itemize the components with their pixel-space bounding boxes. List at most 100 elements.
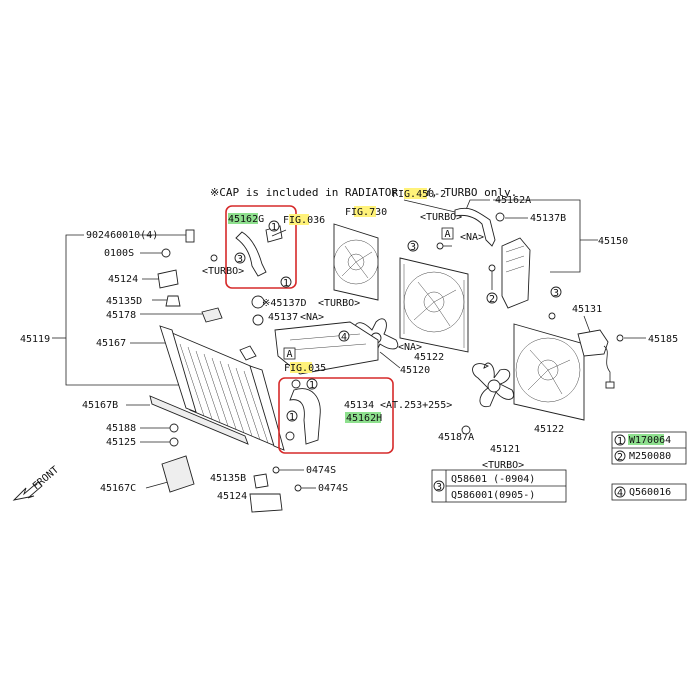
num-marker bbox=[338, 330, 350, 342]
legend-marker bbox=[614, 434, 626, 446]
fan-hub bbox=[537, 359, 559, 381]
num-marker bbox=[286, 410, 298, 422]
cover-45167C bbox=[161, 455, 195, 493]
part-45122-na[interactable]: 45122 bbox=[414, 352, 444, 363]
radiator-tank-right bbox=[249, 365, 285, 451]
fan-hub bbox=[423, 291, 445, 313]
part-45119[interactable]: 45119 bbox=[20, 334, 50, 345]
legend-value-1[interactable]: W170064 bbox=[629, 435, 671, 446]
front-label: FRONT bbox=[31, 465, 61, 493]
legend-value-4[interactable]: Q560016 bbox=[629, 487, 671, 498]
part-45187A[interactable]: 45187A bbox=[438, 432, 474, 443]
lower-hose bbox=[289, 388, 321, 445]
legend-marker bbox=[433, 480, 445, 492]
cap bbox=[495, 212, 505, 222]
callout-a-box bbox=[283, 347, 296, 360]
legend-num-4: 4 bbox=[617, 488, 623, 499]
part-45167B[interactable]: 45167B bbox=[82, 400, 118, 411]
bolt bbox=[210, 254, 218, 262]
num-marker-label: 4 bbox=[341, 332, 347, 343]
part-45125[interactable]: 45125 bbox=[106, 437, 136, 448]
part-45178[interactable]: 45178 bbox=[106, 310, 136, 321]
motor-wire bbox=[603, 345, 611, 384]
part-45137D[interactable]: ※45137D bbox=[262, 298, 307, 309]
radiator-tank-left bbox=[159, 325, 197, 413]
fig-ref-730[interactable]: FIG.730 bbox=[345, 207, 387, 218]
fan-blades bbox=[413, 281, 457, 327]
part-902460010[interactable]: 902460010(4) bbox=[86, 230, 158, 241]
part-0100S[interactable]: 0100S bbox=[104, 248, 134, 259]
part-45131[interactable]: 45131 bbox=[572, 304, 602, 315]
fig-highlight bbox=[404, 188, 427, 199]
legend-value-3b[interactable]: Q586001(0905-) bbox=[451, 490, 535, 501]
num-marker-label: 3 bbox=[410, 242, 416, 253]
bracket-45124 bbox=[157, 269, 179, 289]
tag-turbo: <TURBO> bbox=[420, 212, 462, 223]
washer-45125 bbox=[169, 437, 179, 447]
num-marker-label: 1 bbox=[283, 278, 289, 289]
reservoir-tank bbox=[501, 237, 531, 309]
num-marker bbox=[234, 252, 246, 264]
leader-line bbox=[271, 229, 287, 237]
hose-clamp bbox=[285, 431, 295, 441]
upper-hose bbox=[235, 231, 267, 277]
part-45137[interactable]: 45137 bbox=[268, 312, 298, 323]
fan-blades bbox=[341, 245, 373, 279]
air-guide-45134 bbox=[274, 321, 379, 375]
part-45137B[interactable]: 45137B bbox=[530, 213, 566, 224]
fig-ref-036[interactable]: FIG.036 bbox=[283, 215, 325, 226]
num-marker-label: 1 bbox=[289, 412, 295, 423]
part-45121[interactable]: 45121 bbox=[490, 444, 520, 455]
tag-turbo: <TURBO> bbox=[318, 298, 360, 309]
legend-value-3a[interactable]: Q58601 (-0904) bbox=[451, 474, 535, 485]
legend-marker bbox=[614, 450, 626, 462]
bolt bbox=[185, 229, 195, 243]
part-45135D[interactable]: 45135D bbox=[106, 296, 142, 307]
tag-na: <NA> bbox=[460, 232, 484, 243]
part-45167C[interactable]: 45167C bbox=[100, 483, 136, 494]
part-45162H[interactable]: 45162H bbox=[346, 413, 382, 424]
part-0474S-a[interactable]: 0474S bbox=[306, 465, 336, 476]
num-marker bbox=[407, 240, 419, 252]
plug-45188 bbox=[169, 423, 179, 433]
part-45122-turbo[interactable]: 45122 bbox=[534, 424, 564, 435]
nut bbox=[461, 425, 471, 435]
part-45150[interactable]: 45150 bbox=[598, 236, 628, 247]
legend-num-1: 1 bbox=[617, 436, 623, 447]
num-marker-label: 1 bbox=[309, 380, 315, 391]
fan-motor bbox=[577, 329, 609, 357]
num-marker-label: 3 bbox=[553, 288, 559, 299]
num-marker bbox=[268, 220, 280, 232]
fan-blades bbox=[527, 349, 571, 395]
part-45135B[interactable]: 45135B bbox=[210, 473, 246, 484]
tag-at: <AT.253+255> bbox=[380, 400, 452, 411]
fig-ref-450-2[interactable]: FIG.450-2 bbox=[392, 189, 446, 200]
part-45134[interactable]: 45134 bbox=[344, 400, 374, 411]
num-marker-label: 1 bbox=[271, 222, 277, 233]
part-45124-top[interactable]: 45124 bbox=[108, 274, 138, 285]
part-45124-bottom[interactable]: 45124 bbox=[217, 491, 247, 502]
callout-box-upper-hose bbox=[225, 205, 297, 289]
front-arrow-icon bbox=[12, 481, 43, 501]
part-45167[interactable]: 45167 bbox=[96, 338, 126, 349]
part-45188[interactable]: 45188 bbox=[106, 423, 136, 434]
part-45185[interactable]: 45185 bbox=[648, 334, 678, 345]
tag-turbo: <TURBO> bbox=[202, 266, 244, 277]
bolt bbox=[436, 242, 444, 250]
tag-na: <NA> bbox=[398, 342, 422, 353]
overflow-hose bbox=[454, 207, 496, 247]
fan-turbo-hub bbox=[487, 379, 501, 393]
fig-ref-035[interactable]: FIG.035 bbox=[284, 363, 326, 374]
part-45162A[interactable]: 45162A bbox=[495, 195, 531, 206]
callout-a: A bbox=[287, 349, 293, 360]
part-45120[interactable]: 45120 bbox=[400, 365, 430, 376]
fan-hub bbox=[347, 253, 365, 271]
num-marker bbox=[280, 276, 292, 288]
part-0474S-b[interactable]: 0474S bbox=[318, 483, 348, 494]
legend-value-2[interactable]: M250080 bbox=[629, 451, 671, 462]
seal-45167B bbox=[149, 395, 249, 445]
part-45162G[interactable]: 45162G bbox=[228, 214, 264, 225]
fan-shroud-na bbox=[399, 257, 469, 353]
